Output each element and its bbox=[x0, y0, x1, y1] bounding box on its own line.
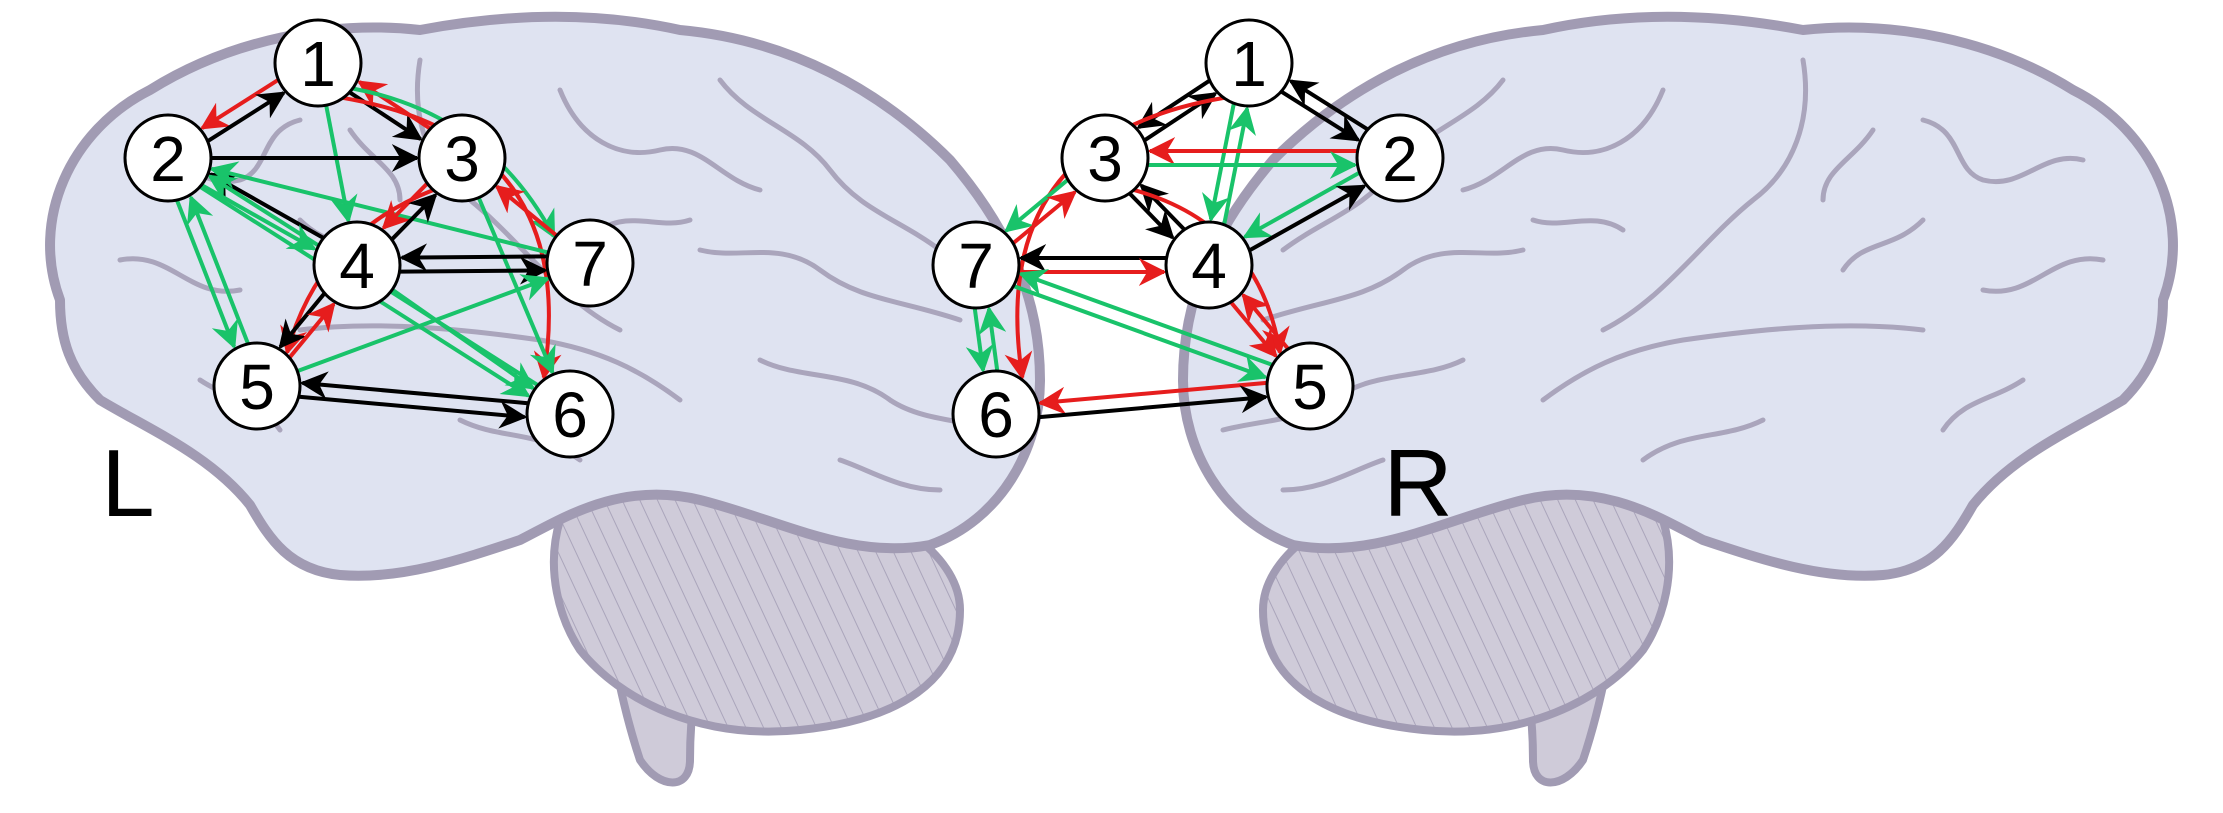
node-l-7: 7 bbox=[545, 218, 635, 308]
node-label: 5 bbox=[1292, 351, 1328, 423]
node-label: 6 bbox=[978, 379, 1014, 451]
edge-2-to-5 bbox=[175, 199, 238, 350]
node-label: 6 bbox=[552, 379, 588, 451]
edge-3-to-7 bbox=[1004, 178, 1069, 233]
edge-6-to-5 bbox=[299, 371, 528, 406]
node-label: 2 bbox=[1382, 123, 1418, 195]
left-cerebrum bbox=[45, 11, 1045, 581]
node-r-3: 3 bbox=[1060, 113, 1150, 203]
node-l-2: 2 bbox=[123, 113, 213, 203]
edge-5-to-7 bbox=[296, 274, 551, 373]
side-label-left: L bbox=[101, 430, 154, 537]
edge-7-to-4 bbox=[399, 243, 547, 272]
node-label: 7 bbox=[958, 230, 994, 302]
edge-6-to-5 bbox=[1039, 385, 1269, 420]
node-l-4: 4 bbox=[312, 220, 402, 310]
node-label: 1 bbox=[1231, 28, 1267, 100]
edge-5-to-6 bbox=[299, 394, 528, 429]
edge-4-to-2 bbox=[1248, 184, 1367, 252]
node-l-5: 5 bbox=[212, 341, 302, 431]
edge-4-to-6 bbox=[391, 288, 536, 390]
node-l-3: 3 bbox=[417, 113, 507, 203]
node-label: 7 bbox=[572, 228, 608, 300]
right-cerebrum bbox=[1178, 11, 2178, 581]
edge-5-to-6 bbox=[1037, 380, 1267, 415]
edge-7-to-5 bbox=[1013, 284, 1268, 382]
node-label: 4 bbox=[1191, 230, 1227, 302]
node-r-5: 5 bbox=[1265, 341, 1355, 431]
edge-3-to-4 bbox=[1128, 192, 1175, 240]
node-r-4: 4 bbox=[1164, 220, 1254, 310]
node-label: 4 bbox=[339, 230, 375, 302]
edge-5-to-2 bbox=[187, 194, 250, 345]
edge-7-to-2 bbox=[208, 161, 549, 255]
node-label: 1 bbox=[300, 28, 336, 100]
edge-2-to-1 bbox=[207, 91, 287, 143]
edge-3-to-4 bbox=[381, 182, 429, 230]
node-label: 3 bbox=[444, 123, 480, 195]
edge-7-to-6 bbox=[965, 308, 994, 374]
edge-4-to-7 bbox=[400, 256, 548, 285]
edge-2-to-1 bbox=[1288, 79, 1369, 131]
node-r-6: 6 bbox=[951, 369, 1041, 459]
edge-3-to-1 bbox=[357, 80, 432, 131]
node-r-7: 7 bbox=[931, 220, 1021, 310]
left-nodes: 1 2 3 4 5 6 7 bbox=[123, 18, 635, 459]
node-label: 2 bbox=[150, 123, 186, 195]
edge-4-to-5 bbox=[1229, 301, 1278, 359]
edge-4-to-3 bbox=[390, 193, 438, 241]
side-label-right: R bbox=[1383, 430, 1452, 537]
node-l-6: 6 bbox=[525, 369, 615, 459]
node-label: 5 bbox=[239, 351, 275, 423]
node-r-2: 2 bbox=[1355, 113, 1445, 203]
edge-2-to-4 bbox=[1242, 171, 1361, 239]
right-nodes: 1 2 3 4 5 6 7 bbox=[931, 18, 1445, 459]
edge-5-to-7 bbox=[1018, 269, 1273, 367]
edge-3-to-6 bbox=[476, 196, 556, 376]
edge-7-to-3 bbox=[494, 184, 559, 238]
edge-1-to-2 bbox=[199, 78, 279, 130]
node-label: 3 bbox=[1087, 123, 1123, 195]
node-r-1: 1 bbox=[1204, 18, 1294, 108]
edge-1-to-6 bbox=[1004, 95, 1225, 381]
right-edges bbox=[965, 79, 1369, 420]
edge-7-to-3 bbox=[1012, 190, 1077, 245]
edge-5-to-4 bbox=[288, 301, 336, 359]
node-l-1: 1 bbox=[273, 18, 363, 108]
edge-5-to-4 bbox=[1241, 292, 1290, 350]
edge-6-to-7 bbox=[978, 305, 1007, 371]
